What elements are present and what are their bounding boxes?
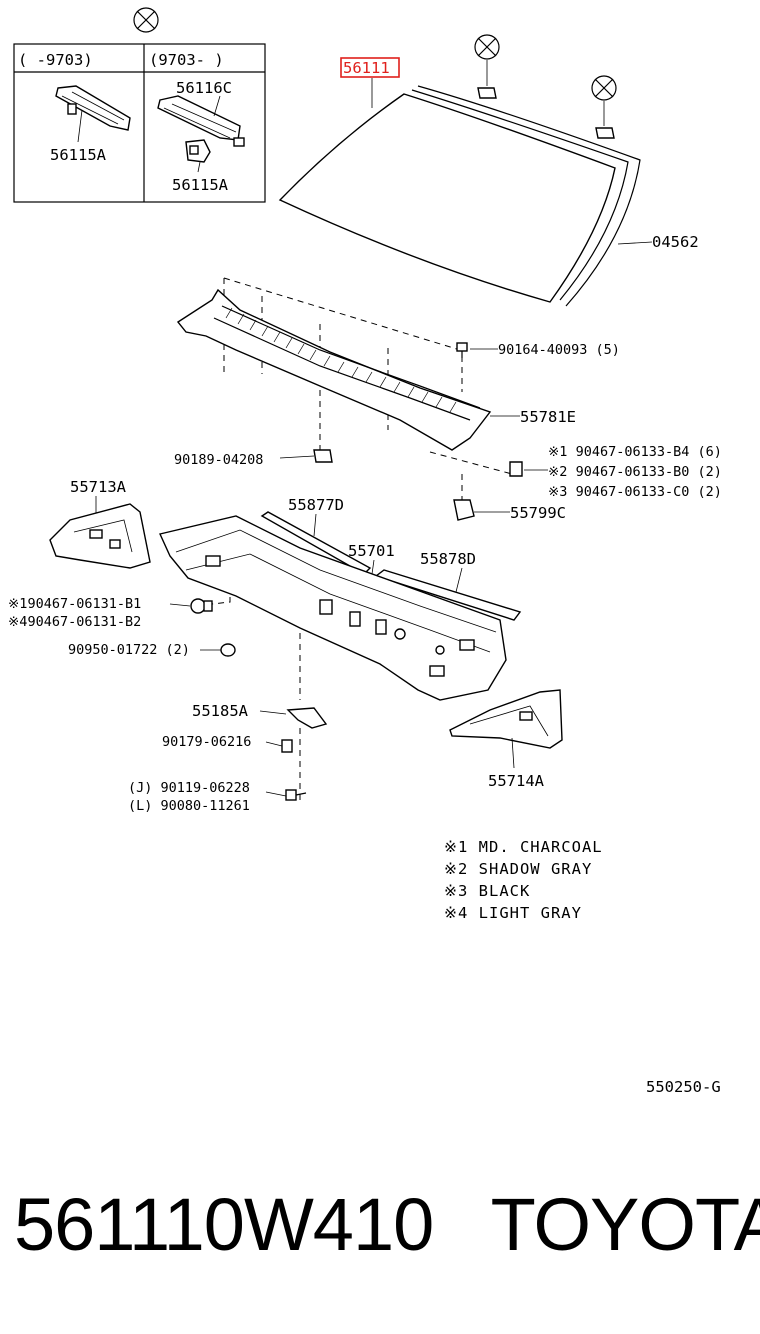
cowl-top-panel <box>159 515 507 701</box>
seal-strip-upper <box>260 511 372 575</box>
bolt-icon <box>285 789 307 801</box>
clip-icon <box>313 449 333 463</box>
footer-caption: 561110W410 TOYOTA <box>14 1188 760 1262</box>
part-label-seal-d2[interactable]: 55878D <box>420 550 476 568</box>
legend-item: ※2 SHADOW GRAY <box>444 860 592 878</box>
cowl-louver <box>176 288 492 451</box>
inset-part-56115a-clip <box>185 139 211 173</box>
screw-icon <box>456 342 468 358</box>
diagram-code: 550250-G <box>646 1078 721 1096</box>
part-label-clip-c[interactable]: 55799C <box>510 504 566 522</box>
color-legend: ※1 MD. CHARCOAL ※2 SHADOW GRAY ※3 BLACK … <box>444 838 603 922</box>
fastener-icon <box>509 461 523 477</box>
crossed-circle-icon <box>133 7 159 33</box>
part-label-side-left[interactable]: 55713A <box>70 478 127 496</box>
part-label-clip-left-1[interactable]: ※190467-06131-B1 <box>8 596 141 612</box>
windshield-glass <box>278 85 641 307</box>
clip-top-1 <box>477 60 497 99</box>
footer-gap <box>433 1183 490 1266</box>
inset-box: ( -9703) (9703- ) 56115A 56116C 56115A <box>13 43 266 203</box>
part-label-fastener-2[interactable]: ※2 90467-06133-B0 (2) <box>548 464 722 480</box>
part-label-fastener-1[interactable]: ※1 90467-06133-B4 (6) <box>548 444 722 460</box>
part-label-clip[interactable]: 90189-04208 <box>174 452 263 468</box>
inset-part-56115a <box>55 85 131 143</box>
part-label-windshield[interactable]: 56111 <box>343 59 390 77</box>
bracket-icon <box>286 707 328 729</box>
plug-icon <box>220 643 236 657</box>
part-label-nut[interactable]: 90179-06216 <box>162 734 251 750</box>
part-label-fastener-3[interactable]: ※3 90467-06133-C0 (2) <box>548 484 722 500</box>
footer-part-number: 561110W410 <box>14 1183 434 1266</box>
nut-icon <box>281 739 293 753</box>
part-label-bracket[interactable]: 55185A <box>192 702 249 720</box>
legend-item: ※4 LIGHT GRAY <box>444 904 582 922</box>
legend-item: ※3 BLACK <box>444 882 530 900</box>
inset-col1-part: 56115A <box>50 146 107 164</box>
part-label-cowl-panel[interactable]: 55701 <box>348 542 395 560</box>
seal-strip-right <box>374 569 522 621</box>
part-label-cowl-louver[interactable]: 55781E <box>520 408 576 426</box>
legend-item: ※1 MD. CHARCOAL <box>444 838 603 856</box>
inset-col2-part-bottom: 56115A <box>172 176 229 194</box>
part-label-screw[interactable]: 90164-40093 (5) <box>498 342 620 358</box>
highlight-box <box>340 57 400 78</box>
part-label-bolt-j[interactable]: (J) 90119-06228 <box>128 780 250 796</box>
part-label-bolt-l[interactable]: (L) 90080-11261 <box>128 798 250 814</box>
crossed-circle-icon <box>474 34 500 60</box>
part-label-clip-left-4[interactable]: ※490467-06131-B2 <box>8 614 141 630</box>
part-label-side-right[interactable]: 55714A <box>488 772 545 790</box>
crossed-circle-icon <box>591 75 617 101</box>
inset-col2-header: (9703- ) <box>149 51 224 69</box>
side-panel-left <box>49 503 151 569</box>
part-label-plug[interactable]: 90950-01722 (2) <box>68 642 190 658</box>
assembly-lines <box>211 277 513 800</box>
clip-top-2 <box>595 101 615 139</box>
footer-brand: TOYOTA <box>490 1183 760 1266</box>
part-label-molding[interactable]: 04562 <box>652 233 699 251</box>
inset-part-56116c <box>157 95 245 147</box>
clip-c-icon <box>453 499 475 521</box>
part-label-seal-d[interactable]: 55877D <box>288 496 344 514</box>
inset-col2-part-top: 56116C <box>176 79 232 97</box>
side-panel-right <box>449 689 563 749</box>
clip-left-icon <box>190 598 213 614</box>
inset-col1-header: ( -9703) <box>18 51 93 69</box>
